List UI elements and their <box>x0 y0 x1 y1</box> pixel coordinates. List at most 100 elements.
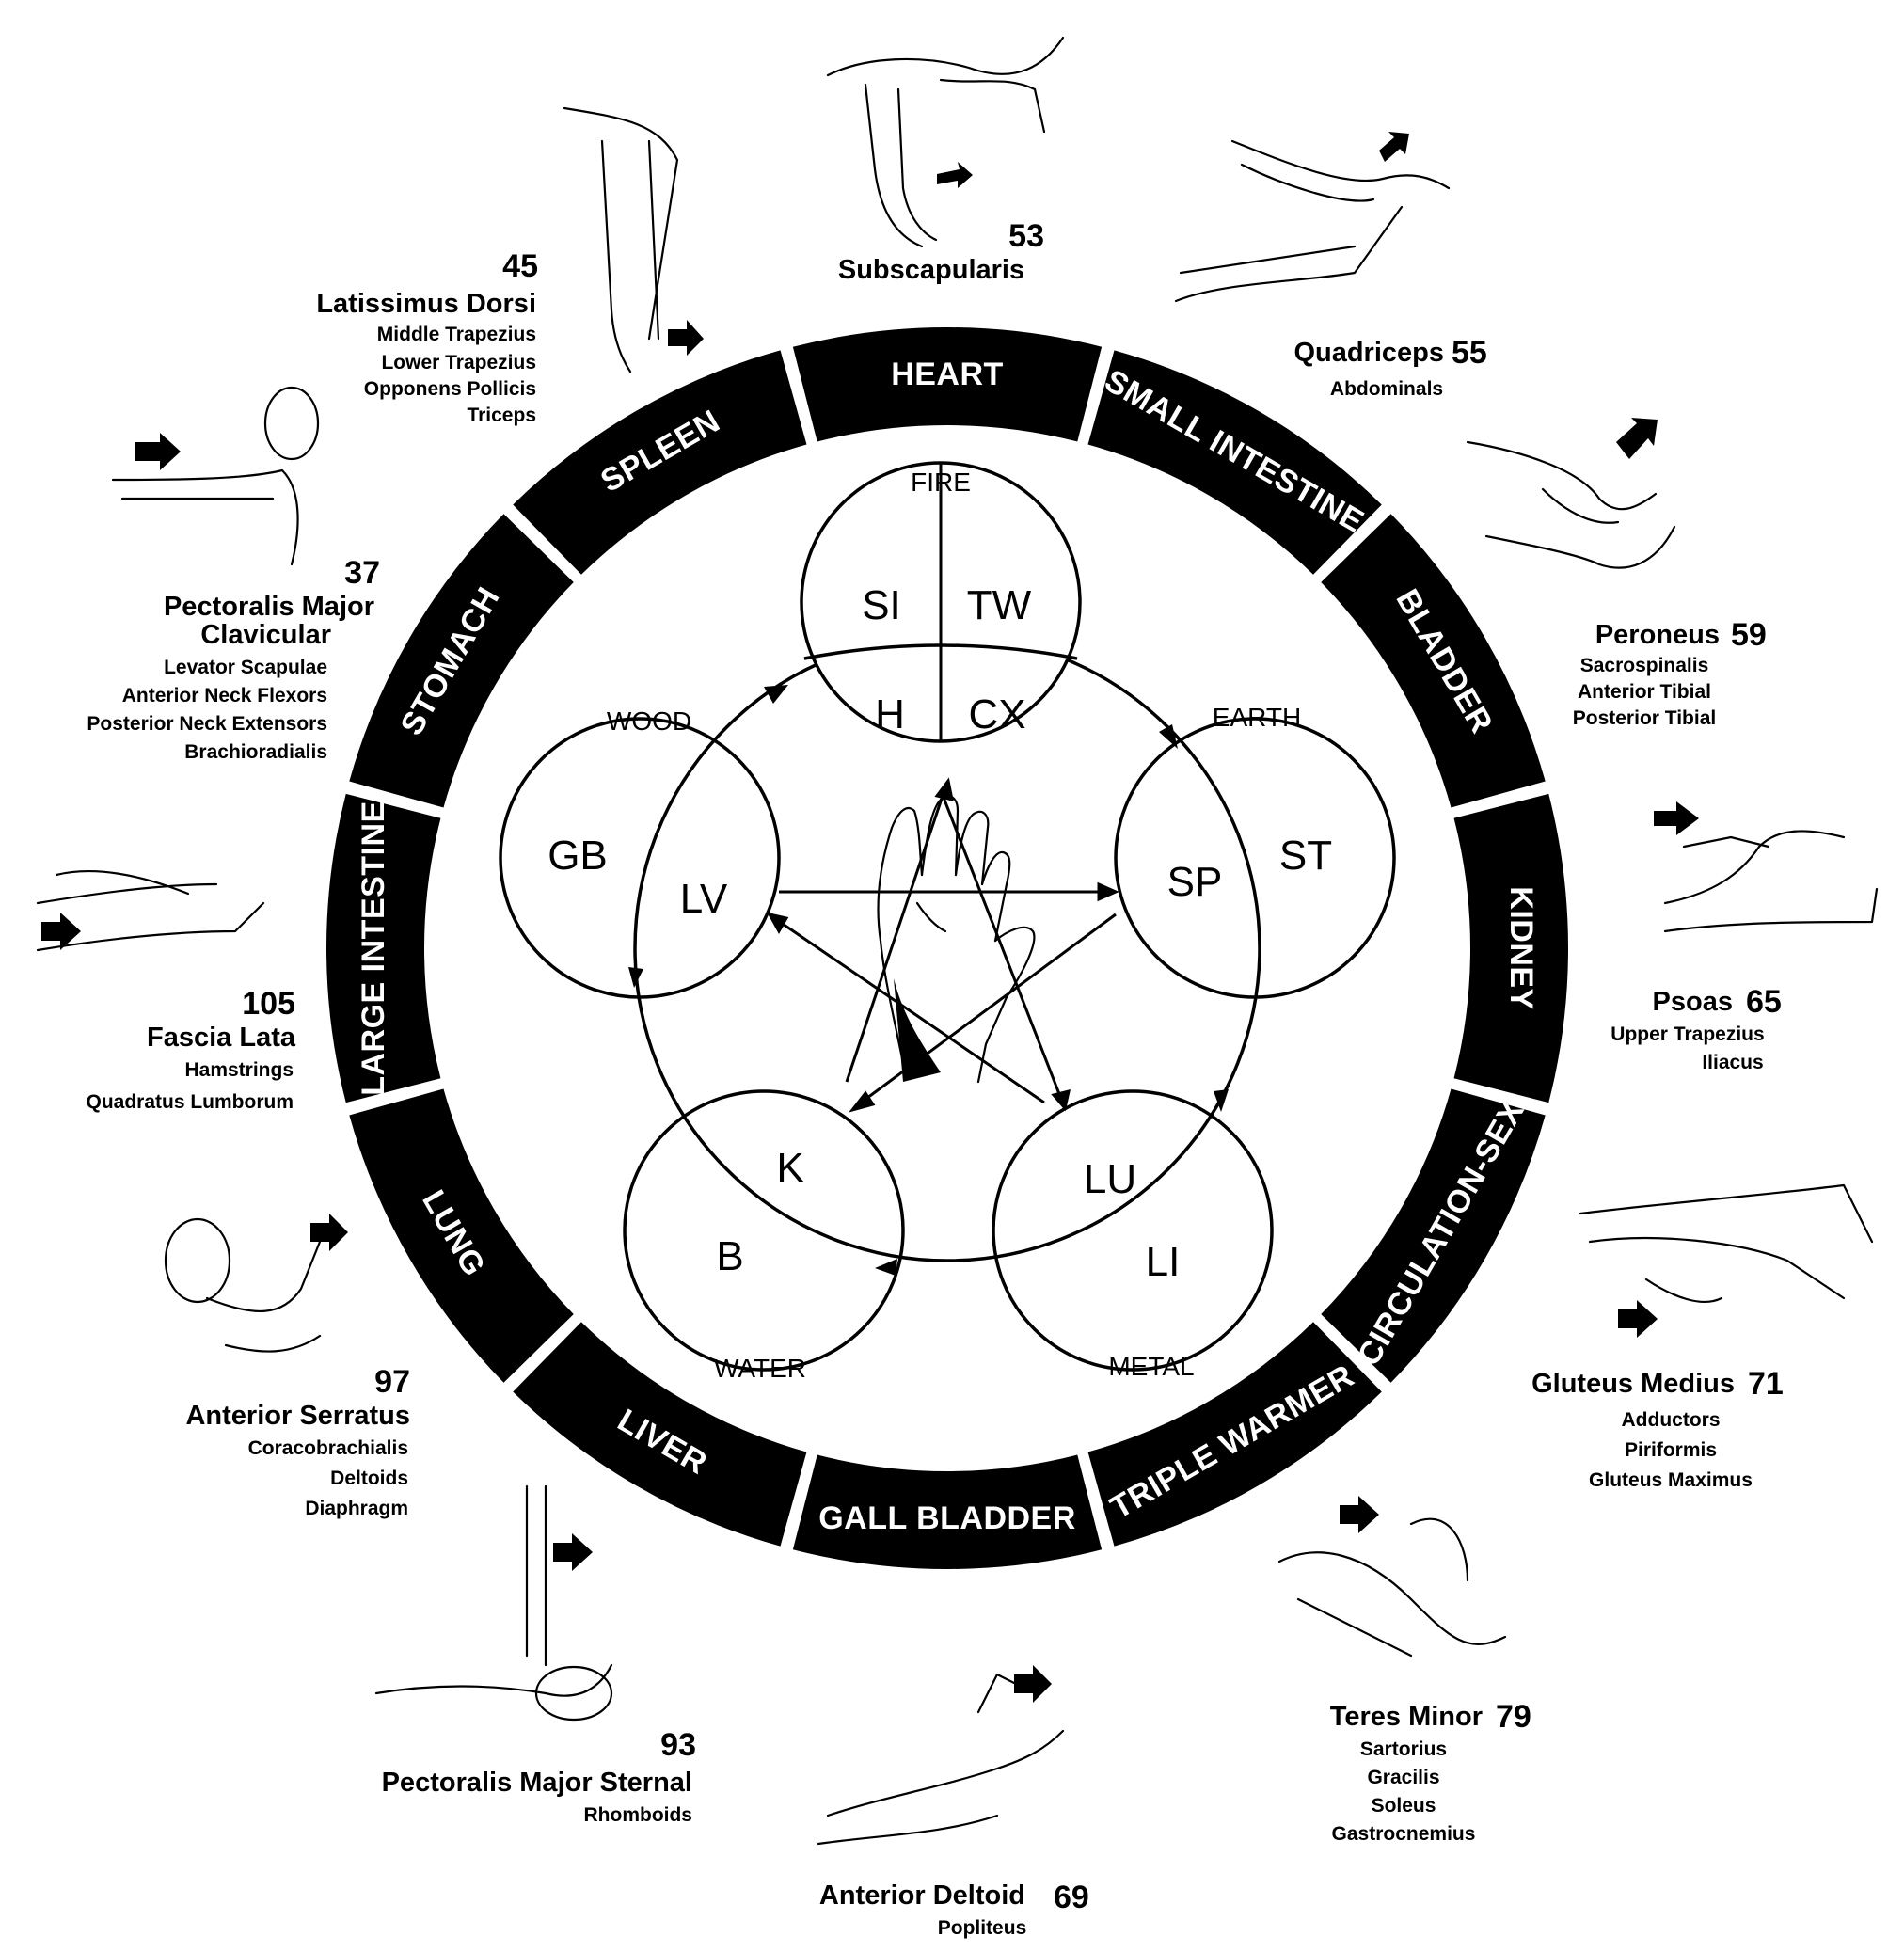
meridian-segment-bladder <box>1321 514 1546 808</box>
muscle-test-latissimus-dorsi: 45 Latissimus Dorsi Middle Trapezius Low… <box>316 248 538 426</box>
illustration-psoas <box>1654 801 1879 933</box>
illustration-anterior-deltoid <box>817 1665 1065 1846</box>
muscle-test-labels: 53 Subscapularis Quadriceps 55 Abdominal… <box>86 218 1783 1939</box>
wood-circle <box>499 717 781 999</box>
page-number: 37 <box>344 555 380 591</box>
illustration-pectoralis-major-clavicular <box>111 386 320 566</box>
meridian-segment-liver <box>513 1322 807 1547</box>
organ-tw: TW <box>967 582 1032 628</box>
sub-muscle-label: Anterior Neck Flexors <box>122 685 327 706</box>
meridian-segment-lung <box>349 1088 574 1383</box>
muscle-test-anterior-deltoid: Anterior Deltoid 69 Popliteus <box>819 1880 1089 1939</box>
page-number: 69 <box>1054 1880 1089 1915</box>
metal-circle <box>992 1089 1274 1372</box>
sub-muscle-label: Gluteus Maximus <box>1589 1469 1753 1491</box>
sub-muscle-label: Middle Trapezius <box>377 324 536 345</box>
main-muscle-label: Subscapularis <box>838 255 1024 285</box>
illustration-latissimus-dorsi <box>563 106 704 373</box>
meridian-segment-large-intestine <box>325 793 441 1103</box>
sub-muscle-label: Quadratus Lumborum <box>86 1091 294 1113</box>
water-label: WATER <box>714 1354 806 1383</box>
meridian-segment-circulation-sex <box>1321 1088 1546 1383</box>
organ-h: H <box>875 691 905 738</box>
element-earth: EARTH SP ST <box>1114 703 1396 999</box>
arrowhead-fire-earth <box>1159 724 1178 749</box>
page-number: 71 <box>1748 1366 1784 1402</box>
organ-st: ST <box>1279 833 1332 879</box>
organ-cx: CX <box>968 691 1025 738</box>
muscle-test-pectoralis-major-sternal: 93 Pectoralis Major Sternal Rhomboids <box>382 1727 696 1826</box>
sub-muscle-label: Diaphragm <box>305 1498 408 1519</box>
muscle-test-pectoralis-major-clavicular: 37 Pectoralis Major Clavicular Levator S… <box>87 555 380 763</box>
earth-label: EARTH <box>1213 703 1301 732</box>
sub-muscle-label: Piriformis <box>1625 1439 1717 1461</box>
illustration-quadriceps <box>1174 132 1451 303</box>
main-muscle-label: Peroneus <box>1595 620 1720 650</box>
muscle-test-fascia-lata: 105 Fascia Lata Hamstrings Quadratus Lum… <box>86 986 295 1113</box>
fire-label: FIRE <box>911 468 971 497</box>
organ-si: SI <box>862 582 901 628</box>
illustration-anterior-serratus <box>164 1214 348 1353</box>
main-muscle-label: Teres Minor <box>1330 1702 1483 1732</box>
sub-muscle-label: Brachioradialis <box>184 741 327 763</box>
sub-muscle-label: Upper Trapezius <box>1610 1024 1764 1045</box>
earth-circle <box>1114 717 1396 999</box>
meridian-label-large-intestine: LARGE INTESTINE <box>356 801 391 1096</box>
muscle-test-subscapularis: 53 Subscapularis <box>838 218 1044 285</box>
arrowhead-wood-fire <box>764 685 788 704</box>
organ-k: K <box>776 1145 803 1191</box>
illustration-pectoralis-major-sternal <box>374 1484 613 1722</box>
main-muscle-label: Latissimus Dorsi <box>316 289 536 319</box>
element-metal: METAL LU LI <box>992 1089 1274 1381</box>
meridian-segment-stomach <box>349 514 574 808</box>
water-circle <box>623 1089 905 1372</box>
main-muscle-label: Pectoralis Major <box>164 592 374 622</box>
page-number: 79 <box>1496 1699 1531 1735</box>
illustration-gluteus-medius <box>1579 1183 1874 1338</box>
wood-label: WOOD <box>607 706 691 736</box>
arrowhead-metal-water <box>875 1259 897 1276</box>
main-muscle-label: Fascia Lata <box>147 1023 296 1053</box>
main-muscle-label: Pectoralis Major Sternal <box>382 1768 692 1798</box>
sub-muscle-label: Rhomboids <box>584 1804 693 1826</box>
sub-muscle-label: Levator Scapulae <box>164 657 327 678</box>
sub-muscle-label: Anterior Tibial <box>1578 681 1711 703</box>
main-muscle-label: Psoas <box>1653 987 1733 1017</box>
organ-sp: SP <box>1167 859 1223 905</box>
sub-muscle-label: Gastrocnemius <box>1332 1823 1476 1845</box>
page-number: 53 <box>1008 218 1044 254</box>
element-water: WATER K B <box>623 1089 905 1383</box>
muscle-test-quadriceps: Quadriceps 55 Abdominals <box>1293 335 1486 400</box>
meridian-segment-heart <box>792 327 1103 442</box>
sub-muscle-label: Sacrospinalis <box>1580 655 1709 676</box>
sub-muscle-label: Coracobrachialis <box>248 1437 408 1459</box>
illustration-fascia-lata <box>36 870 265 952</box>
page-number: 93 <box>660 1727 696 1763</box>
illustration-teres-minor <box>1277 1496 1507 1658</box>
meridian-segment-gall-bladder <box>792 1454 1103 1569</box>
arrowhead-water-wood <box>628 967 643 988</box>
hand-illustration <box>877 795 1036 1084</box>
sub-muscle-label: Iliacus <box>1702 1052 1763 1073</box>
five-elements: FIRE SI TW H CX WOOD GB LV EARTH SP ST W… <box>499 461 1396 1383</box>
organ-b: B <box>716 1233 743 1279</box>
main-muscle-label: Quadriceps <box>1293 338 1444 368</box>
sub-muscle-label: Lower Trapezius <box>381 352 536 373</box>
sub-muscle-label: Soleus <box>1372 1795 1436 1817</box>
meridian-segment-spleen <box>513 350 807 575</box>
illustration-subscapularis <box>826 36 1065 248</box>
sub-muscle-label: Adductors <box>1622 1409 1721 1431</box>
muscle-test-anterior-serratus: 97 Anterior Serratus Coracobrachialis De… <box>185 1364 410 1519</box>
muscle-test-teres-minor: Teres Minor 79 Sartorius Gracilis Soleus… <box>1330 1699 1531 1845</box>
main-muscle-label: Anterior Deltoid <box>819 1881 1025 1911</box>
element-wood: WOOD GB LV <box>499 706 781 999</box>
arrowhead-earth-metal <box>1214 1089 1229 1112</box>
illustration-peroneus <box>1466 418 1676 569</box>
meridian-segment-small-intestine <box>1087 350 1382 575</box>
sub-muscle-label: Hamstrings <box>184 1059 294 1081</box>
page-number: 55 <box>1452 335 1487 371</box>
meridian-label-gall-bladder: GALL BLADDER <box>818 1500 1076 1536</box>
sub-muscle-label: Sartorius <box>1360 1738 1447 1760</box>
